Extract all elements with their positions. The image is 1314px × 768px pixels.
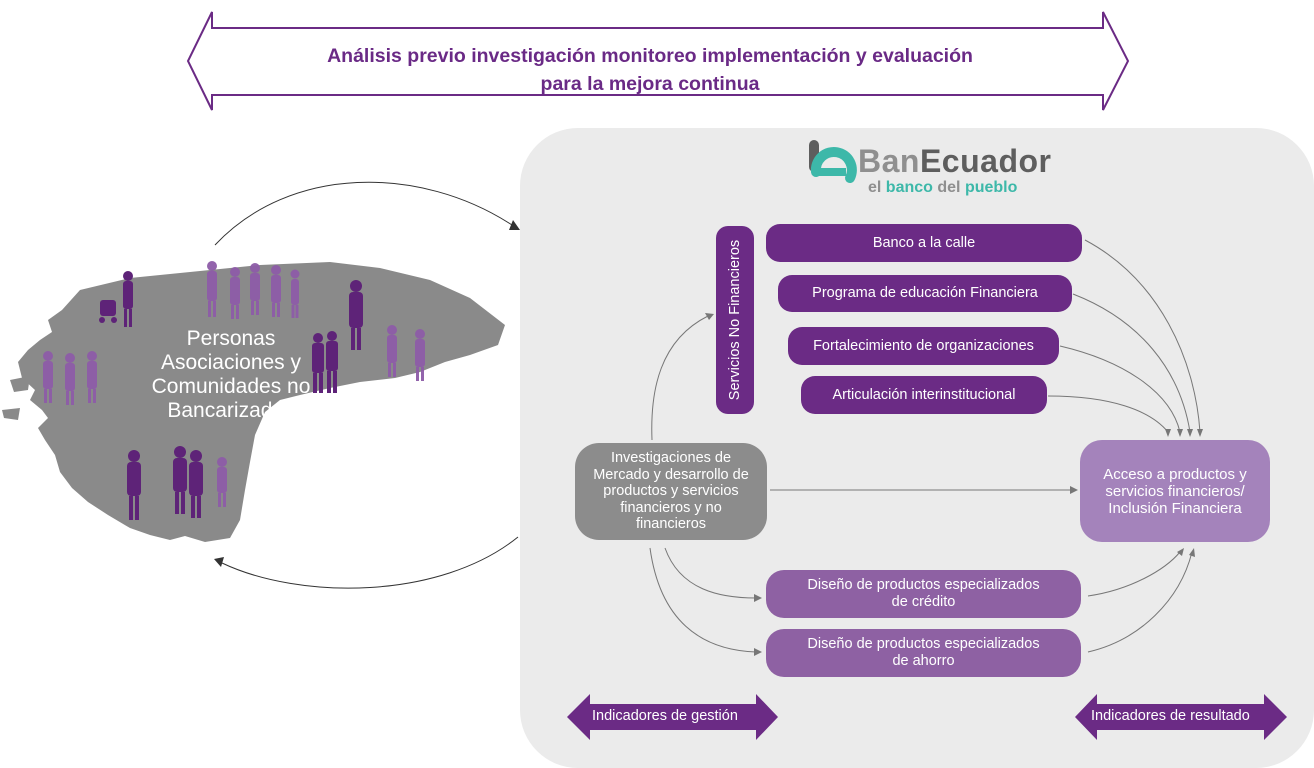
logo-ban: Ban xyxy=(858,143,920,179)
person-figure xyxy=(326,331,338,393)
person-figure xyxy=(271,265,281,317)
management-indicator-arrow xyxy=(567,694,778,740)
service-label: Articulación interinstitucional xyxy=(832,386,1016,403)
person-figure xyxy=(173,446,187,514)
person-figure xyxy=(250,263,260,315)
person-figure xyxy=(65,353,75,405)
research-label: Investigaciones de Mercado y desarrollo … xyxy=(593,450,749,533)
person-figure xyxy=(43,351,53,403)
service-label: Fortalecimiento de organizaciones xyxy=(813,337,1034,354)
design-label: Diseño de productos especializados de cr… xyxy=(807,577,1040,610)
financial-inclusion-label: Acceso a productos y servicios financier… xyxy=(1103,465,1247,517)
loop-arrows xyxy=(214,181,520,589)
person-figure xyxy=(312,333,324,393)
logo-ecuador: Ecuador xyxy=(919,143,1052,179)
person-figure xyxy=(217,457,227,507)
person-figure xyxy=(99,300,117,323)
person-figure xyxy=(290,269,300,318)
service-label: Programa de educación Financiera xyxy=(812,285,1038,301)
person-figure xyxy=(349,280,363,350)
person-figure xyxy=(415,329,425,381)
tagline-del: del xyxy=(932,179,965,196)
person-figure xyxy=(387,325,397,377)
loop-arrowhead-left xyxy=(214,557,224,567)
person-figure xyxy=(127,450,141,520)
service-fortalecimiento: Fortalecimiento de organizaciones xyxy=(788,327,1059,365)
person-figure xyxy=(123,271,133,327)
process-title-line1: Análisis previo investigación monitoreo … xyxy=(327,45,973,67)
person-figure xyxy=(207,261,217,317)
person-figure xyxy=(230,267,240,319)
banecuador-logo-icon xyxy=(809,140,857,183)
process-title: Análisis previo investigación monitoreo … xyxy=(240,42,1060,98)
credit-products-design-box: Diseño de productos especializados de cr… xyxy=(766,570,1081,618)
banecuador-logo-tagline: el banco del pueblo xyxy=(868,179,1017,197)
person-figure xyxy=(87,351,97,403)
process-title-line2: para la mejora continua xyxy=(540,73,760,95)
service-banco-a-la-calle: Banco a la calle xyxy=(766,224,1082,262)
tagline-pueblo: pueblo xyxy=(964,179,1018,196)
people-silhouettes xyxy=(43,261,425,520)
non-financial-services-box xyxy=(716,226,754,414)
service-label: Banco a la calle xyxy=(872,234,976,251)
tagline-banco: banco xyxy=(885,179,933,196)
research-box: Investigaciones de Mercado y desarrollo … xyxy=(575,443,767,540)
service-educacion-financiera: Programa de educación Financiera xyxy=(778,275,1072,312)
results-indicator-arrow xyxy=(1075,694,1287,740)
financial-inclusion-box: Acceso a productos y servicios financier… xyxy=(1080,440,1270,542)
banecuador-logo-name: BanEcuador xyxy=(858,143,1051,180)
design-label: Diseño de productos especializados de ah… xyxy=(807,636,1040,669)
service-articulacion: Articulación interinstitucional xyxy=(801,376,1047,414)
map-label: Personas Asociaciones y Comunidades no B… xyxy=(151,327,311,422)
savings-products-design-box: Diseño de productos especializados de ah… xyxy=(766,629,1081,677)
management-indicators-label: Indicadores de gestión xyxy=(592,708,738,724)
loop-arrowhead-right xyxy=(509,220,520,230)
person-figure xyxy=(189,450,203,518)
results-indicators-label: Indicadores de resultado xyxy=(1091,708,1250,724)
process-double-arrow xyxy=(186,11,1130,111)
tagline-el: el xyxy=(868,179,886,196)
